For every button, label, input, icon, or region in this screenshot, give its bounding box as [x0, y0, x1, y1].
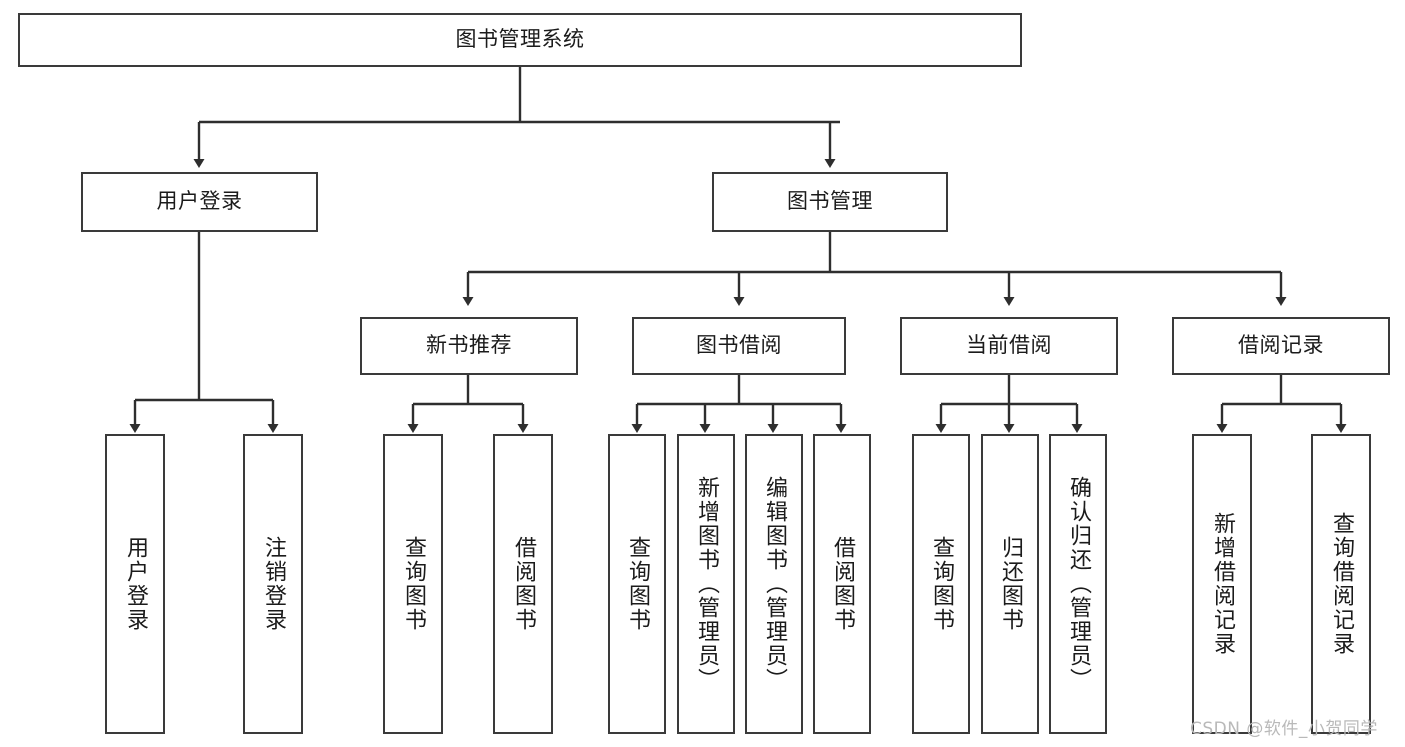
leaf-edit-book-admin[interactable]: 编辑图书（管理员）: [745, 434, 803, 734]
node-label: 编辑图书（管理员）: [762, 476, 787, 692]
node-label: 用户登录: [156, 189, 243, 214]
node-label: 用户登录: [123, 536, 148, 632]
leaf-query-book-newbook[interactable]: 查询图书: [383, 434, 443, 734]
node-label: 新增借阅记录: [1210, 512, 1235, 656]
leaf-add-borrow-record[interactable]: 新增借阅记录: [1192, 434, 1252, 734]
leaf-borrow-book[interactable]: 借阅图书: [813, 434, 871, 734]
node-new-book-recommend[interactable]: 新书推荐: [360, 317, 578, 375]
leaf-user-login[interactable]: 用户登录: [105, 434, 165, 734]
node-label: 图书借阅: [696, 333, 782, 358]
leaf-query-book-borrow[interactable]: 查询图书: [608, 434, 666, 734]
leaf-query-book-current[interactable]: 查询图书: [912, 434, 970, 734]
node-label: 归还图书: [998, 536, 1023, 632]
node-book-borrow[interactable]: 图书借阅: [632, 317, 846, 375]
node-borrow-records[interactable]: 借阅记录: [1172, 317, 1390, 375]
node-root[interactable]: 图书管理系统: [18, 13, 1022, 67]
leaf-confirm-return-admin[interactable]: 确认归还（管理员）: [1049, 434, 1107, 734]
leaf-add-book-admin[interactable]: 新增图书（管理员）: [677, 434, 735, 734]
node-label: 确认归还（管理员）: [1066, 476, 1091, 692]
node-label: 注销登录: [261, 536, 286, 632]
node-label: 图书管理系统: [455, 27, 585, 52]
node-label: 查询借阅记录: [1329, 512, 1354, 656]
leaf-query-borrow-record[interactable]: 查询借阅记录: [1311, 434, 1371, 734]
node-user-login[interactable]: 用户登录: [81, 172, 318, 232]
node-label: 新增图书（管理员）: [694, 476, 719, 692]
node-book-management[interactable]: 图书管理: [712, 172, 948, 232]
leaf-logout[interactable]: 注销登录: [243, 434, 303, 734]
node-label: 新书推荐: [426, 333, 512, 358]
node-label: 查询图书: [929, 536, 954, 632]
node-label: 借阅记录: [1238, 333, 1324, 358]
leaf-borrow-book-newbook[interactable]: 借阅图书: [493, 434, 553, 734]
node-current-borrow[interactable]: 当前借阅: [900, 317, 1118, 375]
node-label: 借阅图书: [830, 536, 855, 632]
node-label: 查询图书: [401, 536, 426, 632]
leaf-return-book[interactable]: 归还图书: [981, 434, 1039, 734]
node-label: 借阅图书: [511, 536, 536, 632]
csdn-watermark: CSDN @软件_小贺同学: [1190, 719, 1378, 739]
node-label: 当前借阅: [966, 333, 1052, 358]
node-label: 查询图书: [625, 536, 650, 632]
node-label: 图书管理: [787, 189, 873, 214]
